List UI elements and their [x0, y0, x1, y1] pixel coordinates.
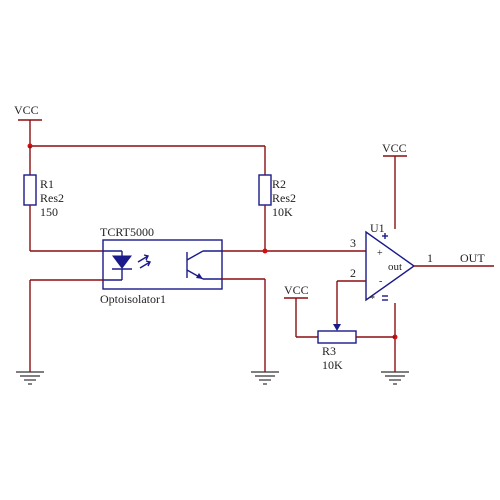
- r2-type-label: Res2: [272, 191, 296, 205]
- resistor-r1: [23, 174, 37, 206]
- opto-ref-label: Optoisolator1: [100, 292, 166, 306]
- vcc-label-left: VCC: [14, 103, 39, 117]
- u1-ref-label: U1: [370, 221, 385, 235]
- junction-r2-opto: [262, 248, 268, 254]
- vcc-symbol-right: [383, 155, 407, 229]
- r1-value-label: 150: [40, 205, 58, 219]
- light-arrows-icon: [137, 254, 152, 269]
- vcc-label-pot: VCC: [284, 283, 309, 297]
- r3-ref-label: R3: [322, 344, 336, 358]
- ground-icon-mid: [251, 371, 279, 385]
- opamp-u1: [365, 230, 416, 302]
- potentiometer-r3: [317, 324, 357, 344]
- pin1-label: 1: [427, 251, 433, 265]
- u1-out-label: out: [388, 261, 402, 273]
- vcc-label-right: VCC: [382, 141, 407, 155]
- u1-minus-label: -: [379, 276, 382, 287]
- ground-icon-right: [381, 371, 409, 385]
- phototransistor-icon: [186, 250, 222, 280]
- u1-star-label: *: [370, 294, 375, 305]
- optoisolator: [102, 239, 223, 290]
- pin2-label: 2: [350, 266, 356, 280]
- r1-type-label: Res2: [40, 191, 64, 205]
- u1-plus-label: +: [377, 248, 383, 259]
- r3-value-label: 10K: [322, 358, 343, 372]
- vcc-symbol-left: [18, 119, 42, 146]
- r2-value-label: 10K: [272, 205, 293, 219]
- r2-ref-label: R2: [272, 177, 286, 191]
- ground-icon-left: [16, 371, 44, 385]
- led-icon: [112, 255, 132, 269]
- r1-ref-label: R1: [40, 177, 54, 191]
- vcc-symbol-pot: [284, 297, 318, 338]
- pin3-label: 3: [350, 236, 356, 250]
- opto-part-label: TCRT5000: [100, 225, 154, 239]
- resistor-r2: [258, 174, 272, 206]
- net-out-label: OUT: [460, 251, 485, 265]
